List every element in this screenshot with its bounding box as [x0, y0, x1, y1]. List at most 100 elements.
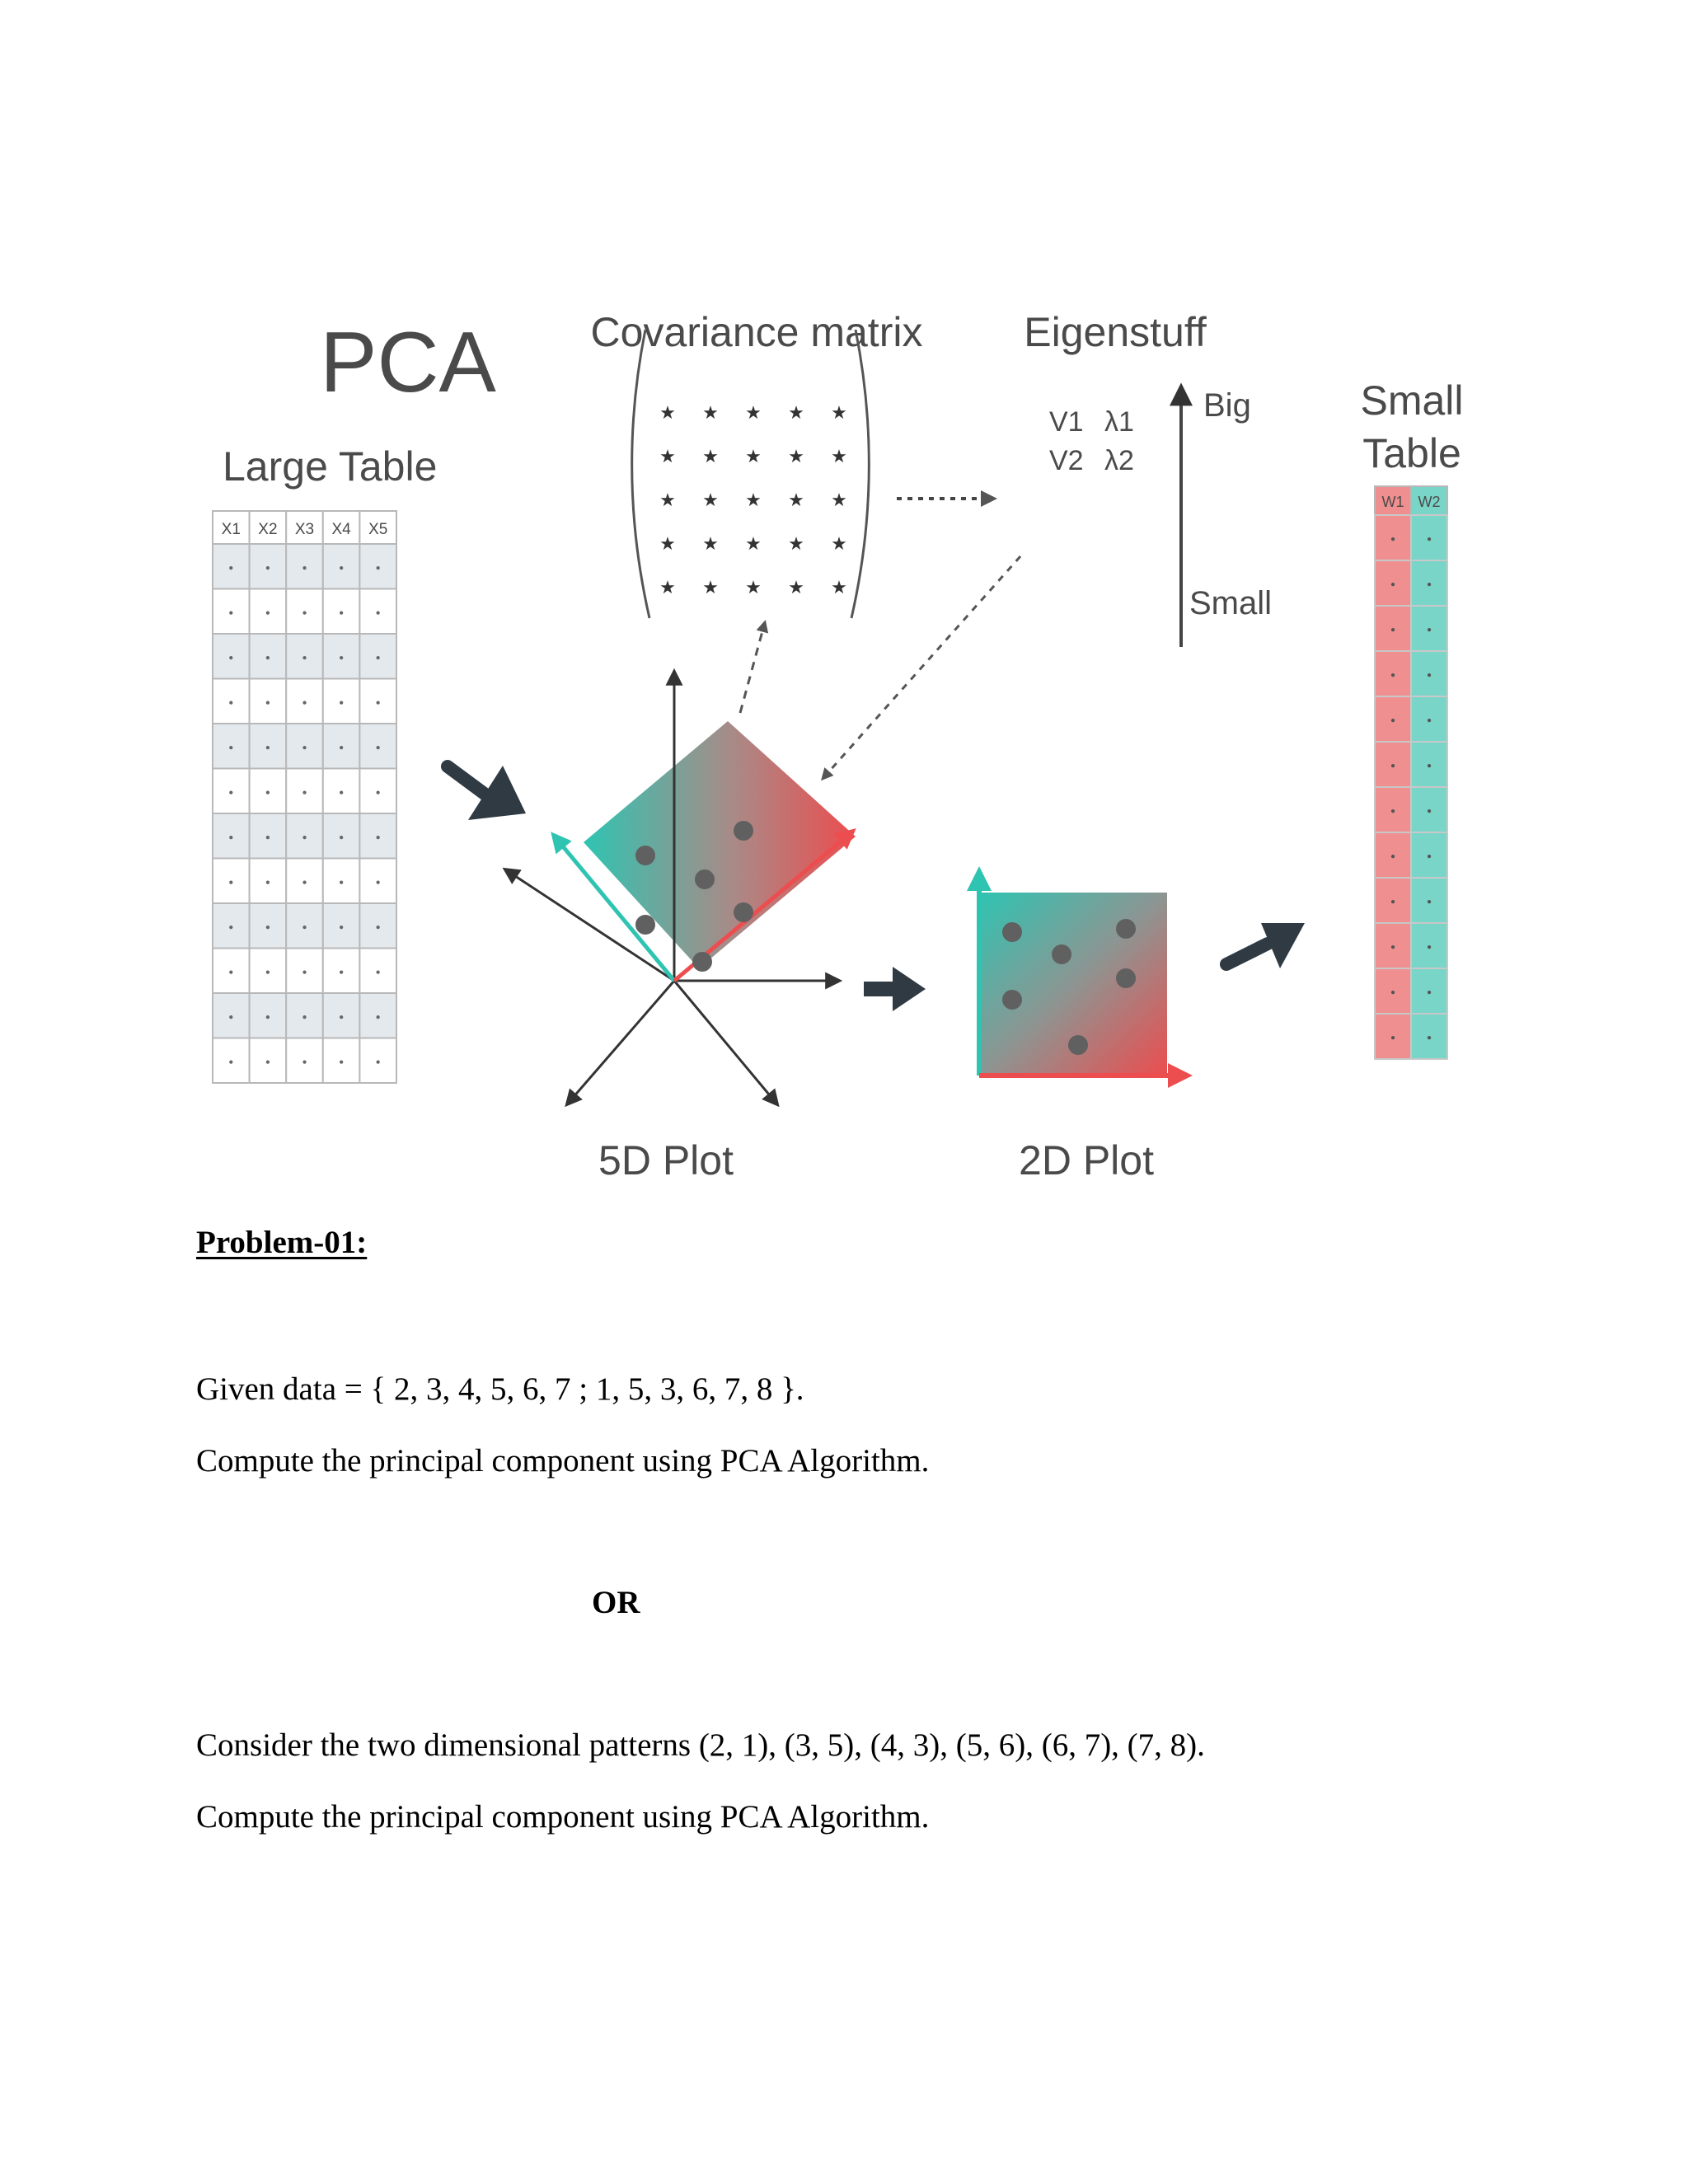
patterns-text: Consider the two dimensional patterns (2…: [196, 1727, 1205, 1763]
plot-5d-points: [635, 821, 753, 972]
large-table-cell: [321, 947, 361, 994]
large-table-cell: [248, 677, 288, 724]
small-table-cell-dot: •: [1427, 532, 1432, 548]
compute-instruction-2: Compute the principal component using PC…: [196, 1799, 930, 1835]
plot-2d-points: [1002, 919, 1136, 1055]
small-table-column-header: W1: [1382, 494, 1404, 510]
covariance-cell-star: ★: [702, 577, 719, 598]
covariance-matrix-grid: ★★★★★★★★★★★★★★★★★★★★★★★★★: [659, 402, 847, 598]
large-table-cell: [212, 992, 251, 1039]
small-table-cell-dot: •: [1390, 668, 1395, 684]
large-table-cell-dot: •: [228, 1054, 233, 1071]
large-table-cell: [359, 543, 397, 590]
covariance-cell-star: ★: [831, 533, 847, 554]
large-table-column-header: X1: [222, 521, 241, 538]
large-table-cell-dot: •: [376, 1054, 381, 1071]
large-table-cell-dot: •: [265, 695, 270, 711]
large-table-cell-dot: •: [228, 739, 233, 756]
large-table-column-header: X3: [295, 521, 314, 538]
large-table-cell: [248, 813, 288, 860]
large-table-cell-dot: •: [339, 829, 344, 846]
large-table-cell: [285, 543, 324, 590]
large-table-cell-dot: •: [376, 649, 381, 666]
large-table-cell-dot: •: [265, 1054, 270, 1071]
large-table-cell-dot: •: [376, 1009, 381, 1025]
small-table-cell-dot: •: [1427, 622, 1432, 639]
small-table-cell: [1410, 786, 1448, 833]
large-table-cell-dot: •: [302, 605, 307, 621]
covariance-matrix-label: Covariance matrix: [591, 309, 923, 355]
large-table-cell-dot: •: [302, 1009, 307, 1025]
covariance-cell-star: ★: [788, 490, 804, 510]
small-table-header-cell: [1374, 485, 1412, 516]
eigenvalue-lambda2: λ2: [1104, 445, 1134, 476]
large-table-cell: [212, 677, 251, 724]
matrix-left-bracket: [631, 329, 651, 619]
small-table-cell-dot: •: [1390, 985, 1395, 1001]
plot-5d-plane: [584, 721, 856, 968]
large-table-cell: [212, 767, 251, 814]
covariance-cell-star: ★: [702, 402, 719, 423]
large-table-cell: [359, 1037, 397, 1084]
large-table-cell-dot: •: [265, 649, 270, 666]
large-table-cell-dot: •: [302, 919, 307, 935]
small-table-cell: [1410, 696, 1448, 743]
covariance-cell-star: ★: [702, 533, 719, 554]
small-table-cell-dot: •: [1427, 985, 1432, 1001]
large-table-cell: [248, 1037, 288, 1084]
large-table-cell-dot: •: [302, 964, 307, 981]
covariance-cell-star: ★: [659, 446, 676, 466]
large-table-cell-dot: •: [376, 874, 381, 891]
large-table-cell: [321, 723, 361, 770]
plot2d-to-table-arrow: [1220, 923, 1305, 971]
small-table-cell-dot: •: [1390, 713, 1395, 729]
large-table-cell-dot: •: [265, 829, 270, 846]
small-table-cell-dot: •: [1427, 758, 1432, 775]
small-table-column-header: W2: [1418, 494, 1441, 510]
large-table-cell-dot: •: [339, 785, 344, 801]
covariance-cell-star: ★: [831, 402, 847, 423]
large-table-cell-dot: •: [265, 739, 270, 756]
small-table-cell: [1410, 1013, 1448, 1060]
large-table-cell: [359, 857, 397, 904]
small-table-cell: [1374, 514, 1412, 561]
large-table-cell: [212, 947, 251, 994]
large-table-cell-dot: •: [302, 695, 307, 711]
large-table-cell-dot: •: [265, 964, 270, 981]
eigenstuff-label: Eigenstuff: [1024, 309, 1207, 355]
eigenvector-v2: V2: [1049, 445, 1084, 476]
plot-2d-point: [1116, 919, 1136, 939]
plot-2d-point: [1068, 1035, 1088, 1055]
large-table-cell-dot: •: [376, 739, 381, 756]
large-table-cell-dot: •: [302, 739, 307, 756]
pc2-axis-5d: [551, 832, 676, 982]
small-table-cell-dot: •: [1390, 758, 1395, 775]
small-table-cell: [1410, 968, 1448, 1015]
plot-2d-point: [1116, 968, 1136, 988]
small-table-cell: [1410, 877, 1448, 924]
plot-5d-point: [635, 915, 655, 935]
covariance-cell-star: ★: [702, 446, 719, 466]
large-table-label: Large Table: [223, 443, 437, 490]
covariance-cell-star: ★: [702, 490, 719, 510]
small-table-label-line2: Table: [1362, 430, 1461, 476]
large-table-cell-dot: •: [228, 1009, 233, 1025]
plot-5d-point: [734, 821, 753, 841]
covariance-cell-star: ★: [659, 490, 676, 510]
large-table-cell-dot: •: [376, 919, 381, 935]
large-table-cell-dot: •: [265, 605, 270, 621]
small-table-label-line1: Small: [1360, 377, 1463, 424]
large-table-cell-dot: •: [265, 785, 270, 801]
large-table-cell-dot: •: [339, 1054, 344, 1071]
covariance-cell-star: ★: [788, 446, 804, 466]
large-table-cell: [212, 902, 251, 949]
matrix-right-bracket: [850, 329, 870, 619]
covariance-cell-star: ★: [788, 577, 804, 598]
scale-big-label: Big: [1203, 387, 1251, 424]
large-table-cell-dot: •: [265, 1009, 270, 1025]
large-table-cell-dot: •: [339, 964, 344, 981]
small-table-cell: [1374, 650, 1412, 697]
plot-5d: [502, 668, 856, 1108]
small-table-cell-dot: •: [1427, 668, 1432, 684]
